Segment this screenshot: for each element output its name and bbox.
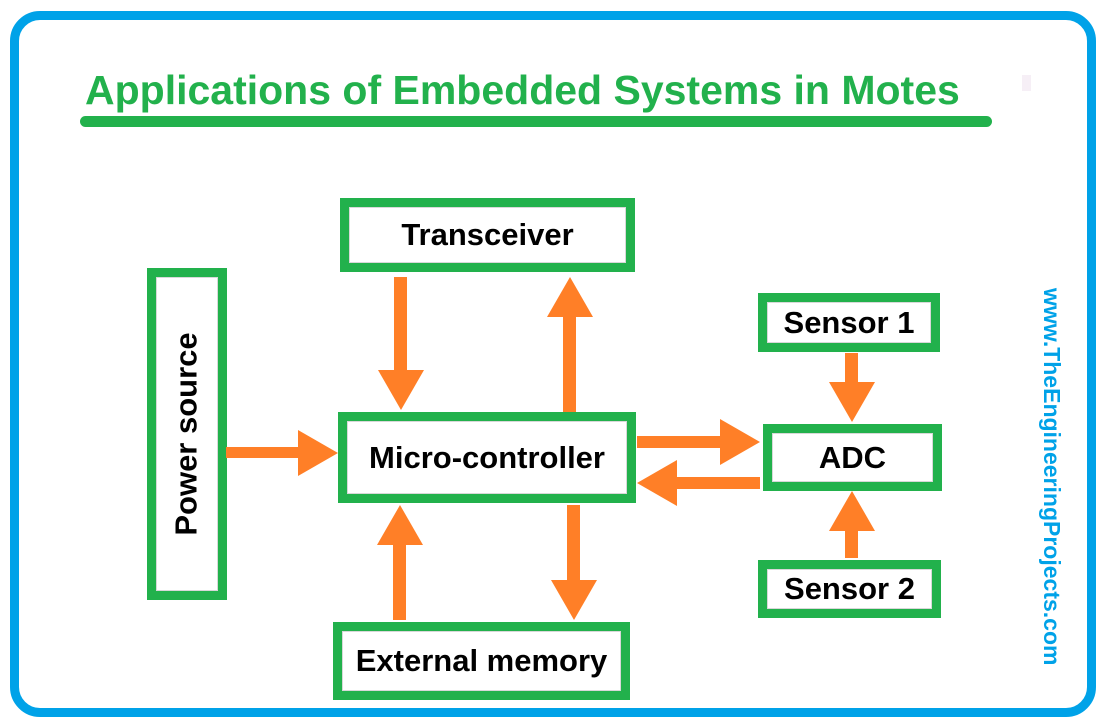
- external-memory-label: External memory: [355, 643, 608, 678]
- sensor-2-label: Sensor 2: [784, 571, 915, 606]
- block-transceiver: Transceiver: [340, 198, 635, 272]
- frame-border: [10, 11, 1096, 717]
- page-title: Applications of Embedded Systems in Mote…: [85, 67, 960, 113]
- arrow-sensor2-to-adc-icon: [829, 491, 875, 558]
- arrow-externalmemory-to-microcontroller-icon: [377, 505, 423, 620]
- adc-label: ADC: [818, 439, 887, 475]
- block-sensor-1: Sensor 1: [758, 293, 940, 352]
- block-external-memory: External memory: [333, 622, 630, 700]
- arrow-powersource-to-microcontroller-icon: [226, 430, 338, 476]
- title-underline: [80, 116, 992, 127]
- arrow-transceiver-to-microcontroller-icon: [378, 277, 424, 410]
- sensor-1-label: Sensor 1: [783, 304, 915, 340]
- arrow-adc-to-microcontroller-icon: [637, 460, 760, 506]
- arrow-microcontroller-to-transceiver-icon: [547, 277, 593, 412]
- block-sensor-2: Sensor 2: [758, 560, 941, 618]
- block-micro-controller: Micro-controller: [338, 412, 636, 503]
- transceiver-label: Transceiver: [401, 217, 574, 252]
- micro-controller-label: Micro-controller: [369, 439, 605, 475]
- block-power-source: Power source: [147, 268, 227, 600]
- arrow-microcontroller-to-adc-icon: [637, 419, 760, 465]
- watermark-text: www.TheEngineeringProjects.com: [1039, 288, 1065, 666]
- arrow-sensor1-to-adc-icon: [829, 353, 875, 422]
- arrow-microcontroller-to-externalmemory-icon: [551, 505, 597, 620]
- scan-artifact: [1022, 75, 1031, 91]
- block-adc: ADC: [763, 424, 942, 491]
- power-source-label: Power source: [169, 332, 204, 536]
